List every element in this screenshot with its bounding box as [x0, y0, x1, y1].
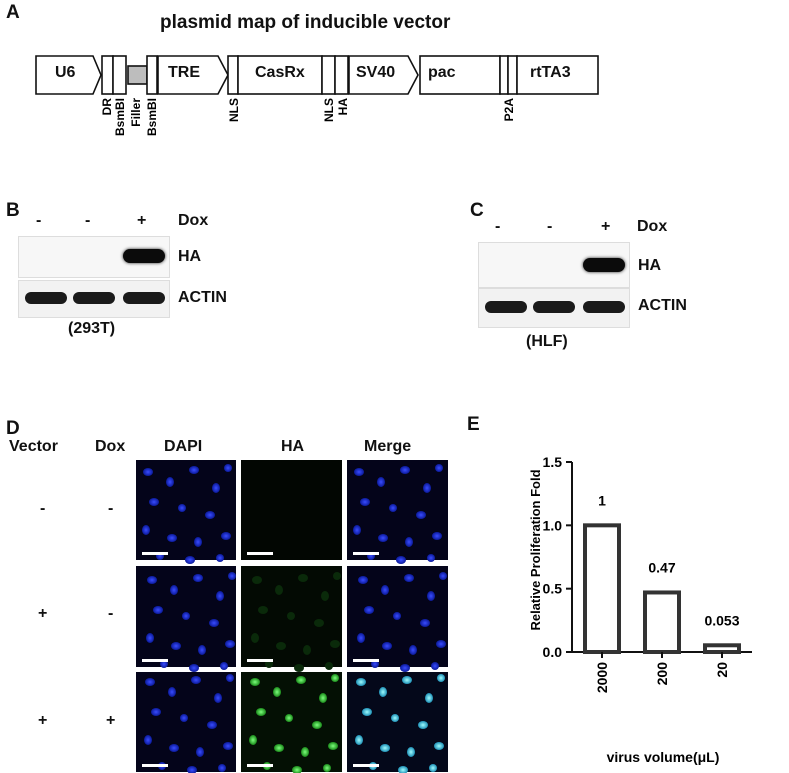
x-tick-label-200: 200: [654, 662, 670, 686]
cell-line-hlf: (HLF): [526, 333, 568, 350]
cell-line-293t: (293T): [68, 320, 116, 337]
bsmbi-box-2: [146, 55, 158, 95]
x-tick-label-20: 20: [714, 662, 730, 678]
actin-band-2: [533, 301, 575, 313]
proliferation-chart: Relative Proliferation Fold 0.0 0.5 1.0 1.5…: [528, 454, 752, 765]
sv40-element: [348, 55, 419, 95]
row-1-dox: -: [108, 500, 114, 517]
filler-annotation: Filler: [129, 98, 143, 127]
lane-2-dox: -: [547, 218, 553, 235]
bsmbi-annotation-2: BsmBI: [145, 98, 159, 136]
row-1-merge-image: [347, 460, 448, 564]
row-1-vector: -: [40, 500, 46, 517]
row-2-dapi-image: [136, 566, 236, 672]
x-axis-label: virus volume(μL): [607, 749, 720, 765]
actin-band-1: [485, 301, 527, 313]
dox-header: Dox: [95, 438, 126, 455]
dapi-header: DAPI: [164, 438, 203, 455]
actin-band-2: [73, 292, 115, 304]
merge-header: Merge: [364, 438, 412, 455]
blot-actin-293t: [18, 280, 170, 318]
vector-header: Vector: [9, 438, 58, 455]
row-3-merge-image: [347, 672, 448, 773]
rtta3-label: rtTA3: [530, 64, 571, 81]
dr-annotation: DR: [100, 98, 114, 116]
actin-band-1: [25, 292, 67, 304]
p2a-annotation: P2A: [502, 98, 516, 122]
row-2-merge-image: [347, 566, 448, 672]
nls-annotation-2: NLS: [322, 98, 336, 122]
sv40-label: SV40: [356, 64, 396, 81]
blot-actin-hlf: [478, 288, 630, 328]
ha-row-label: HA: [638, 257, 662, 274]
bar-200: [643, 590, 681, 654]
bsmbi-box-1: [112, 55, 127, 95]
y-axis-label: Relative Proliferation Fold: [528, 469, 543, 630]
y-tick-label: 0.5: [543, 581, 563, 597]
row-3-dox: +: [106, 712, 116, 729]
row-3-ha-image: [241, 672, 342, 773]
plasmid-map-title: plasmid map of inducible vector: [160, 12, 451, 33]
tre-label: TRE: [168, 64, 200, 81]
lane-3-dox: +: [137, 212, 147, 229]
y-tick-label: 1.0: [543, 517, 563, 533]
rtta3-box: [516, 55, 599, 95]
row-2-dox: -: [108, 605, 114, 622]
bar-2000: [583, 523, 621, 654]
data-label-200: 0.47: [648, 559, 675, 575]
x-tick-label-2000: 2000: [594, 662, 610, 693]
lane-1-dox: -: [495, 218, 501, 235]
ha-band: [583, 258, 625, 272]
actin-band-3: [583, 301, 625, 313]
lane-1-dox: -: [36, 212, 42, 229]
ha-annotation: HA: [336, 98, 350, 116]
dox-label: Dox: [178, 212, 209, 229]
row-2-vector: +: [38, 605, 48, 622]
row-1-dapi-image: [136, 460, 236, 564]
actin-band-3: [123, 292, 165, 304]
ha-band: [123, 249, 165, 263]
actin-row-label: ACTIN: [178, 289, 227, 306]
panel-c-letter: C: [470, 200, 484, 221]
panel-d-letter: D: [6, 418, 20, 439]
u6-element: [35, 55, 102, 95]
ha-box: [334, 55, 349, 95]
pac-label: pac: [428, 64, 456, 81]
bsmbi-annotation-1: BsmBI: [113, 98, 127, 136]
plasmid-map: [35, 55, 599, 95]
row-3-dapi-image: [136, 672, 236, 773]
ha-header: HA: [281, 438, 305, 455]
nls-annotation-1: NLS: [227, 98, 241, 122]
tre-element: [157, 55, 229, 95]
panel-e-letter: E: [467, 414, 480, 435]
data-label-20: 0.053: [704, 612, 739, 628]
panel-b-letter: B: [6, 200, 20, 221]
blot-ha-hlf: [478, 242, 630, 288]
ha-row-label: HA: [178, 248, 202, 265]
bar-20: [703, 643, 741, 654]
row-3-vector: +: [38, 712, 48, 729]
actin-row-label: ACTIN: [638, 297, 687, 314]
plasmid-annotations: DR BsmBI Filler BsmBI NLS NLS HA P2A: [100, 98, 516, 136]
row-2-ha-image: [241, 566, 342, 672]
casrx-label: CasRx: [255, 64, 305, 81]
data-label-2000: 1: [598, 492, 606, 508]
blot-ha-293t: [18, 236, 170, 278]
u6-label: U6: [55, 64, 76, 81]
panel-a-letter: A: [6, 2, 20, 23]
lane-2-dox: -: [85, 212, 91, 229]
row-1-ha-image: [241, 460, 342, 560]
lane-3-dox: +: [601, 218, 611, 235]
y-tick-label: 1.5: [543, 454, 563, 470]
pac-box: [419, 55, 501, 95]
dox-label: Dox: [637, 218, 668, 235]
y-tick-label: 0.0: [543, 644, 563, 660]
